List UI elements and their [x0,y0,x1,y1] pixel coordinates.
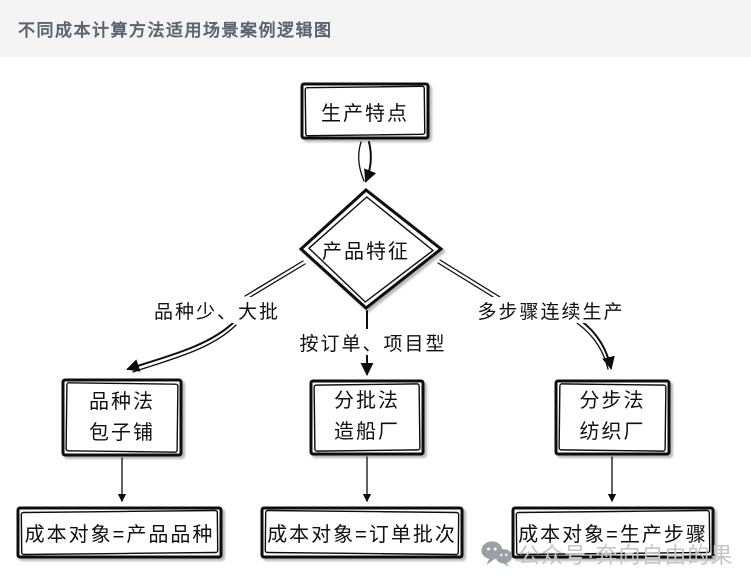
title-bar: 不同成本计算方法适用场景案例逻辑图 [0,0,751,57]
method-example: 纺织厂 [579,421,646,443]
result-node-variety: 成本对象=产品品种 [24,524,215,546]
start-node-label: 生产特点 [321,102,409,125]
edge-branch-few-varieties [126,260,306,373]
method-node-batch: 分批法 造船厂 [311,384,423,450]
result-node-step: 成本对象=生产步骤 [518,524,708,546]
arrow-start-to-decision [358,141,377,183]
branch-condition-multistep: 多步骤连续生产 [452,297,650,323]
branch-condition-few-varieties: 品种少、大批 [138,297,296,323]
edge-branch-multistep [437,259,615,370]
method-node-variety: 品种法 包子铺 [63,384,181,451]
method-name: 分步法 [579,390,646,412]
page-title: 不同成本计算方法适用场景案例逻辑图 [18,21,333,40]
method-example: 包子铺 [89,421,155,444]
method-name: 品种法 [89,390,155,413]
method-example: 造船厂 [334,421,400,443]
branch-condition-by-order: 按订单、项目型 [294,329,452,355]
result-box-batch [260,506,464,559]
decision-node-label: 产品特征 [322,240,410,263]
method-node-step: 分步法 纺织厂 [556,384,669,450]
method-box-step [554,379,671,456]
start-node-box [300,82,430,140]
result-node-batch: 成本对象=订单批次 [267,524,457,546]
decision-node-diamond [298,188,444,310]
result-box-step [511,506,715,559]
method-box-variety [61,378,183,457]
method-box-batch [309,379,425,456]
result-box-variety [16,506,223,559]
method-name: 分批法 [334,390,400,412]
